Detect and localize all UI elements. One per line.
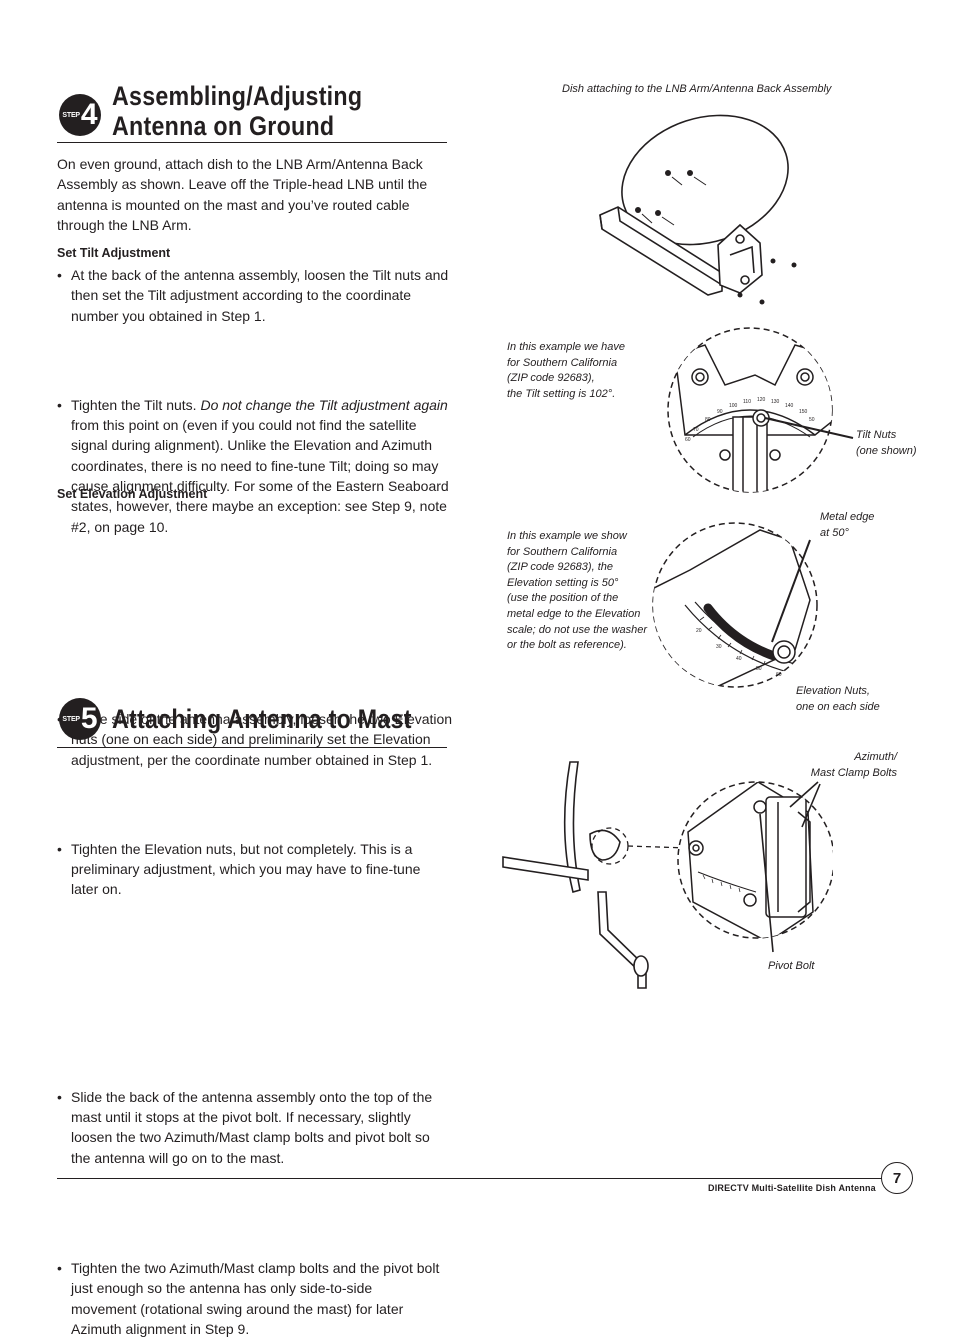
elevation-caption-line: Elevation setting is 50°	[507, 576, 619, 589]
metal-edge-label-line: at 50°	[820, 526, 849, 539]
elevation-caption-line: scale; do not use the washer	[507, 623, 648, 636]
step-number: 5	[80, 702, 98, 735]
mast-bullet-2-text: Tighten the two Azimuth/Mast clamp bolts…	[71, 1259, 440, 1337]
tilt-bullet-2-emphasis: Do not change the Tilt adjustment again	[200, 396, 448, 413]
elevation-bullet-2: Tighten the Elevation nuts, but not comp…	[57, 839, 421, 900]
tilt-tick: 50	[809, 417, 815, 423]
elevation-tick: 20	[696, 628, 702, 634]
elevation-caption-line: (ZIP code 92683), the	[507, 561, 613, 574]
elevation-bullet-2-text: Tighten the Elevation nuts, but not comp…	[71, 840, 421, 898]
elevation-caption-line: In this example we show	[507, 530, 627, 542]
dish-assembly-illustration	[599, 114, 797, 305]
elevation-bullet-1-text: At the side of the antenna assembly, loo…	[71, 710, 453, 768]
tilt-bullet-1-text: At the back of the antenna assembly, loo…	[71, 267, 449, 324]
mast-bullet-1-text: Slide the back of the antenna assembly o…	[71, 1088, 433, 1166]
elevation-tick: 30	[716, 644, 722, 650]
tilt-detail-illustration: 70 80 90 100 110 120 130 140 150 60 50	[667, 327, 854, 493]
tilt-tick: 110	[743, 399, 751, 405]
tilt-bullet-1: At the back of the antenna assembly, loo…	[57, 265, 449, 326]
tilt-tick: 90	[717, 409, 723, 415]
tilt-nuts-label-line: Tilt Nuts	[856, 429, 897, 441]
azimuth-clamp-label-line: Mast Clamp Bolts	[810, 766, 897, 779]
dish-caption: Dish attaching to the LNB Arm/Antenna Ba…	[562, 83, 832, 95]
tilt-tick: 120	[757, 397, 766, 403]
step5-badge: STEP 5	[59, 698, 101, 740]
step4-title-line2: Antenna on Ground	[112, 111, 335, 141]
step-word: STEP	[62, 715, 80, 723]
tilt-caption-line: for Southern California	[507, 356, 618, 369]
tilt-tick: 60	[685, 437, 691, 443]
tilt-tick: 140	[785, 403, 794, 409]
tilt-bullet-2: Tighten the Tilt nuts. Do not change the…	[57, 395, 449, 537]
tilt-tick: 100	[729, 403, 738, 409]
elevation-tick: 60	[776, 672, 782, 678]
elevation-tick: 50	[756, 666, 762, 672]
elevation-bullet-1: At the side of the antenna assembly, loo…	[57, 709, 463, 770]
footer-title: DIRECTV Multi-Satellite Dish Antenna	[708, 1183, 876, 1193]
elevation-heading: Set Elevation Adjustment	[57, 487, 208, 501]
pivot-bolt-label: Pivot Bolt	[768, 960, 815, 972]
step4-intro: On even ground, attach dish to the LNB A…	[57, 156, 428, 233]
step4-rule	[57, 142, 447, 143]
mast-attach-illustration	[502, 761, 833, 989]
step-word: STEP	[62, 111, 80, 119]
step5-title: Attaching Antenna to Mast	[112, 704, 412, 734]
step4-title-line1: Assembling/Adjusting	[112, 81, 363, 111]
page-number: 7	[881, 1162, 913, 1194]
tilt-bullet-2-post: from this point on (even if you could no…	[71, 417, 449, 535]
metal-edge-label-line: Metal edge	[820, 511, 875, 523]
azimuth-clamp-label-line: Azimuth/	[854, 751, 897, 763]
mast-bullet-2: Tighten the two Azimuth/Mast clamp bolts…	[57, 1258, 441, 1339]
elevation-caption-line: for Southern California	[507, 545, 618, 558]
step4-badge: STEP 4	[59, 94, 101, 136]
step5-rule	[57, 747, 447, 748]
metal-edge-label: Metal edge at 50°	[820, 510, 874, 541]
step4-title: Assembling/Adjusting Antenna on Ground	[112, 81, 362, 141]
elevation-caption-line: metal edge to the Elevation	[507, 607, 641, 620]
elevation-nuts-label: Elevation Nuts, one on each side	[796, 684, 880, 715]
elevation-detail-illustration: 20 30 40 50 60	[652, 522, 818, 688]
tilt-tick: 150	[799, 409, 808, 415]
tilt-tick: 80	[705, 417, 711, 423]
footer-rule	[57, 1178, 883, 1179]
tilt-nuts-label-line: (one shown)	[856, 444, 917, 457]
tilt-caption: In this example we have for Southern Cal…	[507, 340, 625, 402]
tilt-tick: 70	[693, 427, 699, 433]
azimuth-clamp-label: Azimuth/ Mast Clamp Bolts	[808, 750, 897, 781]
tilt-caption-line: In this example we have	[507, 341, 626, 353]
tilt-caption-line: the Tilt setting is 102°.	[507, 387, 616, 400]
tilt-heading: Set Tilt Adjustment	[57, 246, 171, 260]
elevation-caption: In this example we show for Southern Cal…	[507, 529, 647, 654]
elevation-nuts-label-line: one on each side	[796, 700, 880, 713]
elevation-tick: 40	[736, 656, 742, 662]
tilt-caption-line: (ZIP code 92683),	[507, 372, 595, 385]
elevation-nuts-label-line: Elevation Nuts,	[796, 685, 870, 697]
tilt-bullet-2-pre: Tighten the Tilt nuts.	[71, 396, 201, 413]
step-number: 4	[80, 98, 98, 131]
elevation-caption-line: (use the position of the	[507, 592, 619, 605]
tilt-tick: 130	[771, 399, 780, 405]
mast-bullet-1: Slide the back of the antenna assembly o…	[57, 1087, 451, 1168]
elevation-caption-line: or the bolt as reference).	[507, 639, 627, 652]
tilt-bullet-2-text: Tighten the Tilt nuts. Do not change the…	[71, 395, 449, 537]
tilt-nuts-label: Tilt Nuts (one shown)	[856, 428, 917, 459]
